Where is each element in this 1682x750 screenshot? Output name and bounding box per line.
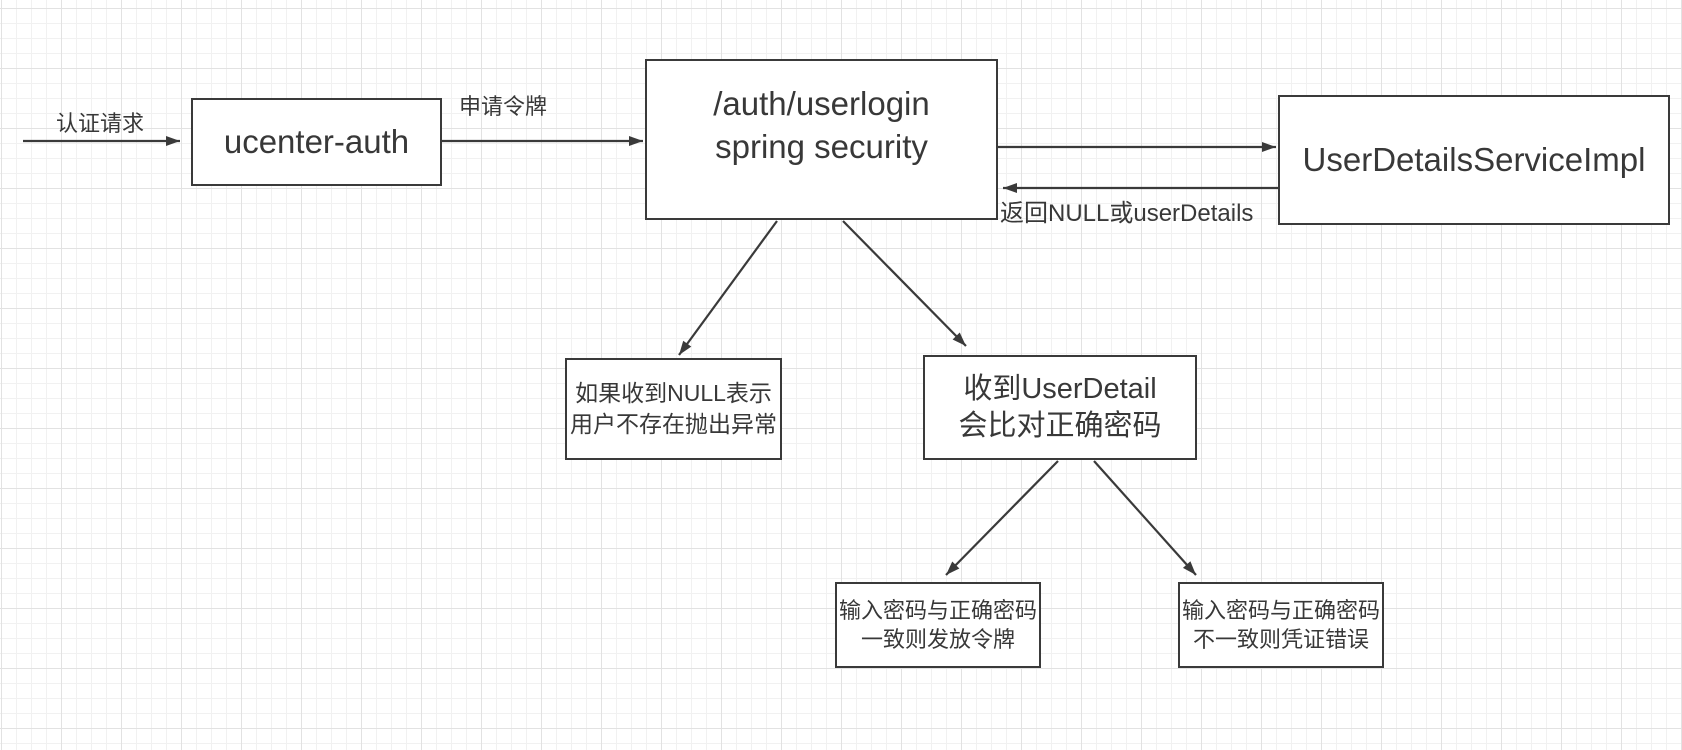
edge-label-apply-token[interactable]: 申请令牌 [458,94,547,119]
node-uds-label: UserDetailsServiceImpl [1302,141,1646,178]
arrow-to-null-result[interactable] [678,220,778,356]
edge-label-return-null-or-userdetails[interactable]: 返回NULL或userDetails [1000,200,1254,227]
node-match-line1: 输入密码与正确密码 [838,598,1037,623]
node-userdetail-line1: 收到UserDetail [963,372,1157,405]
node-null-line2: 用户不存在抛出异常 [570,411,777,437]
node-auth-userlogin-spring-security[interactable]: /auth/userlogin spring security [645,59,998,220]
arrow-to-userdetail-received[interactable] [842,220,967,347]
node-userdetailsserviceimpl[interactable]: UserDetailsServiceImpl [1278,95,1670,225]
node-ucenter-auth[interactable]: ucenter-auth [191,98,442,186]
node-null-result[interactable]: 如果收到NULL表示 用户不存在抛出异常 [565,358,782,460]
node-mismatch-line2: 不一致则凭证错误 [1192,627,1369,652]
node-userdetail-line2: 会比对正确密码 [958,409,1162,442]
arrow-to-password-mismatch[interactable] [1093,460,1197,576]
node-null-line1: 如果收到NULL表示 [575,380,772,406]
node-match-line2: 一致则发放令牌 [860,627,1015,652]
node-mismatch-line1: 输入密码与正确密码 [1181,598,1380,623]
node-spring-line1: /auth/userlogin [713,85,930,122]
node-password-mismatch[interactable]: 输入密码与正确密码 不一致则凭证错误 [1178,582,1384,668]
node-spring-line2: spring security [715,128,928,165]
node-ucenter-auth-label: ucenter-auth [223,123,410,160]
node-userdetail-received[interactable]: 收到UserDetail 会比对正确密码 [923,355,1197,460]
arrow-to-password-match[interactable] [945,460,1059,576]
node-password-match[interactable]: 输入密码与正确密码 一致则发放令牌 [835,582,1041,668]
edge-label-auth-request[interactable]: 认证请求 [55,111,144,136]
